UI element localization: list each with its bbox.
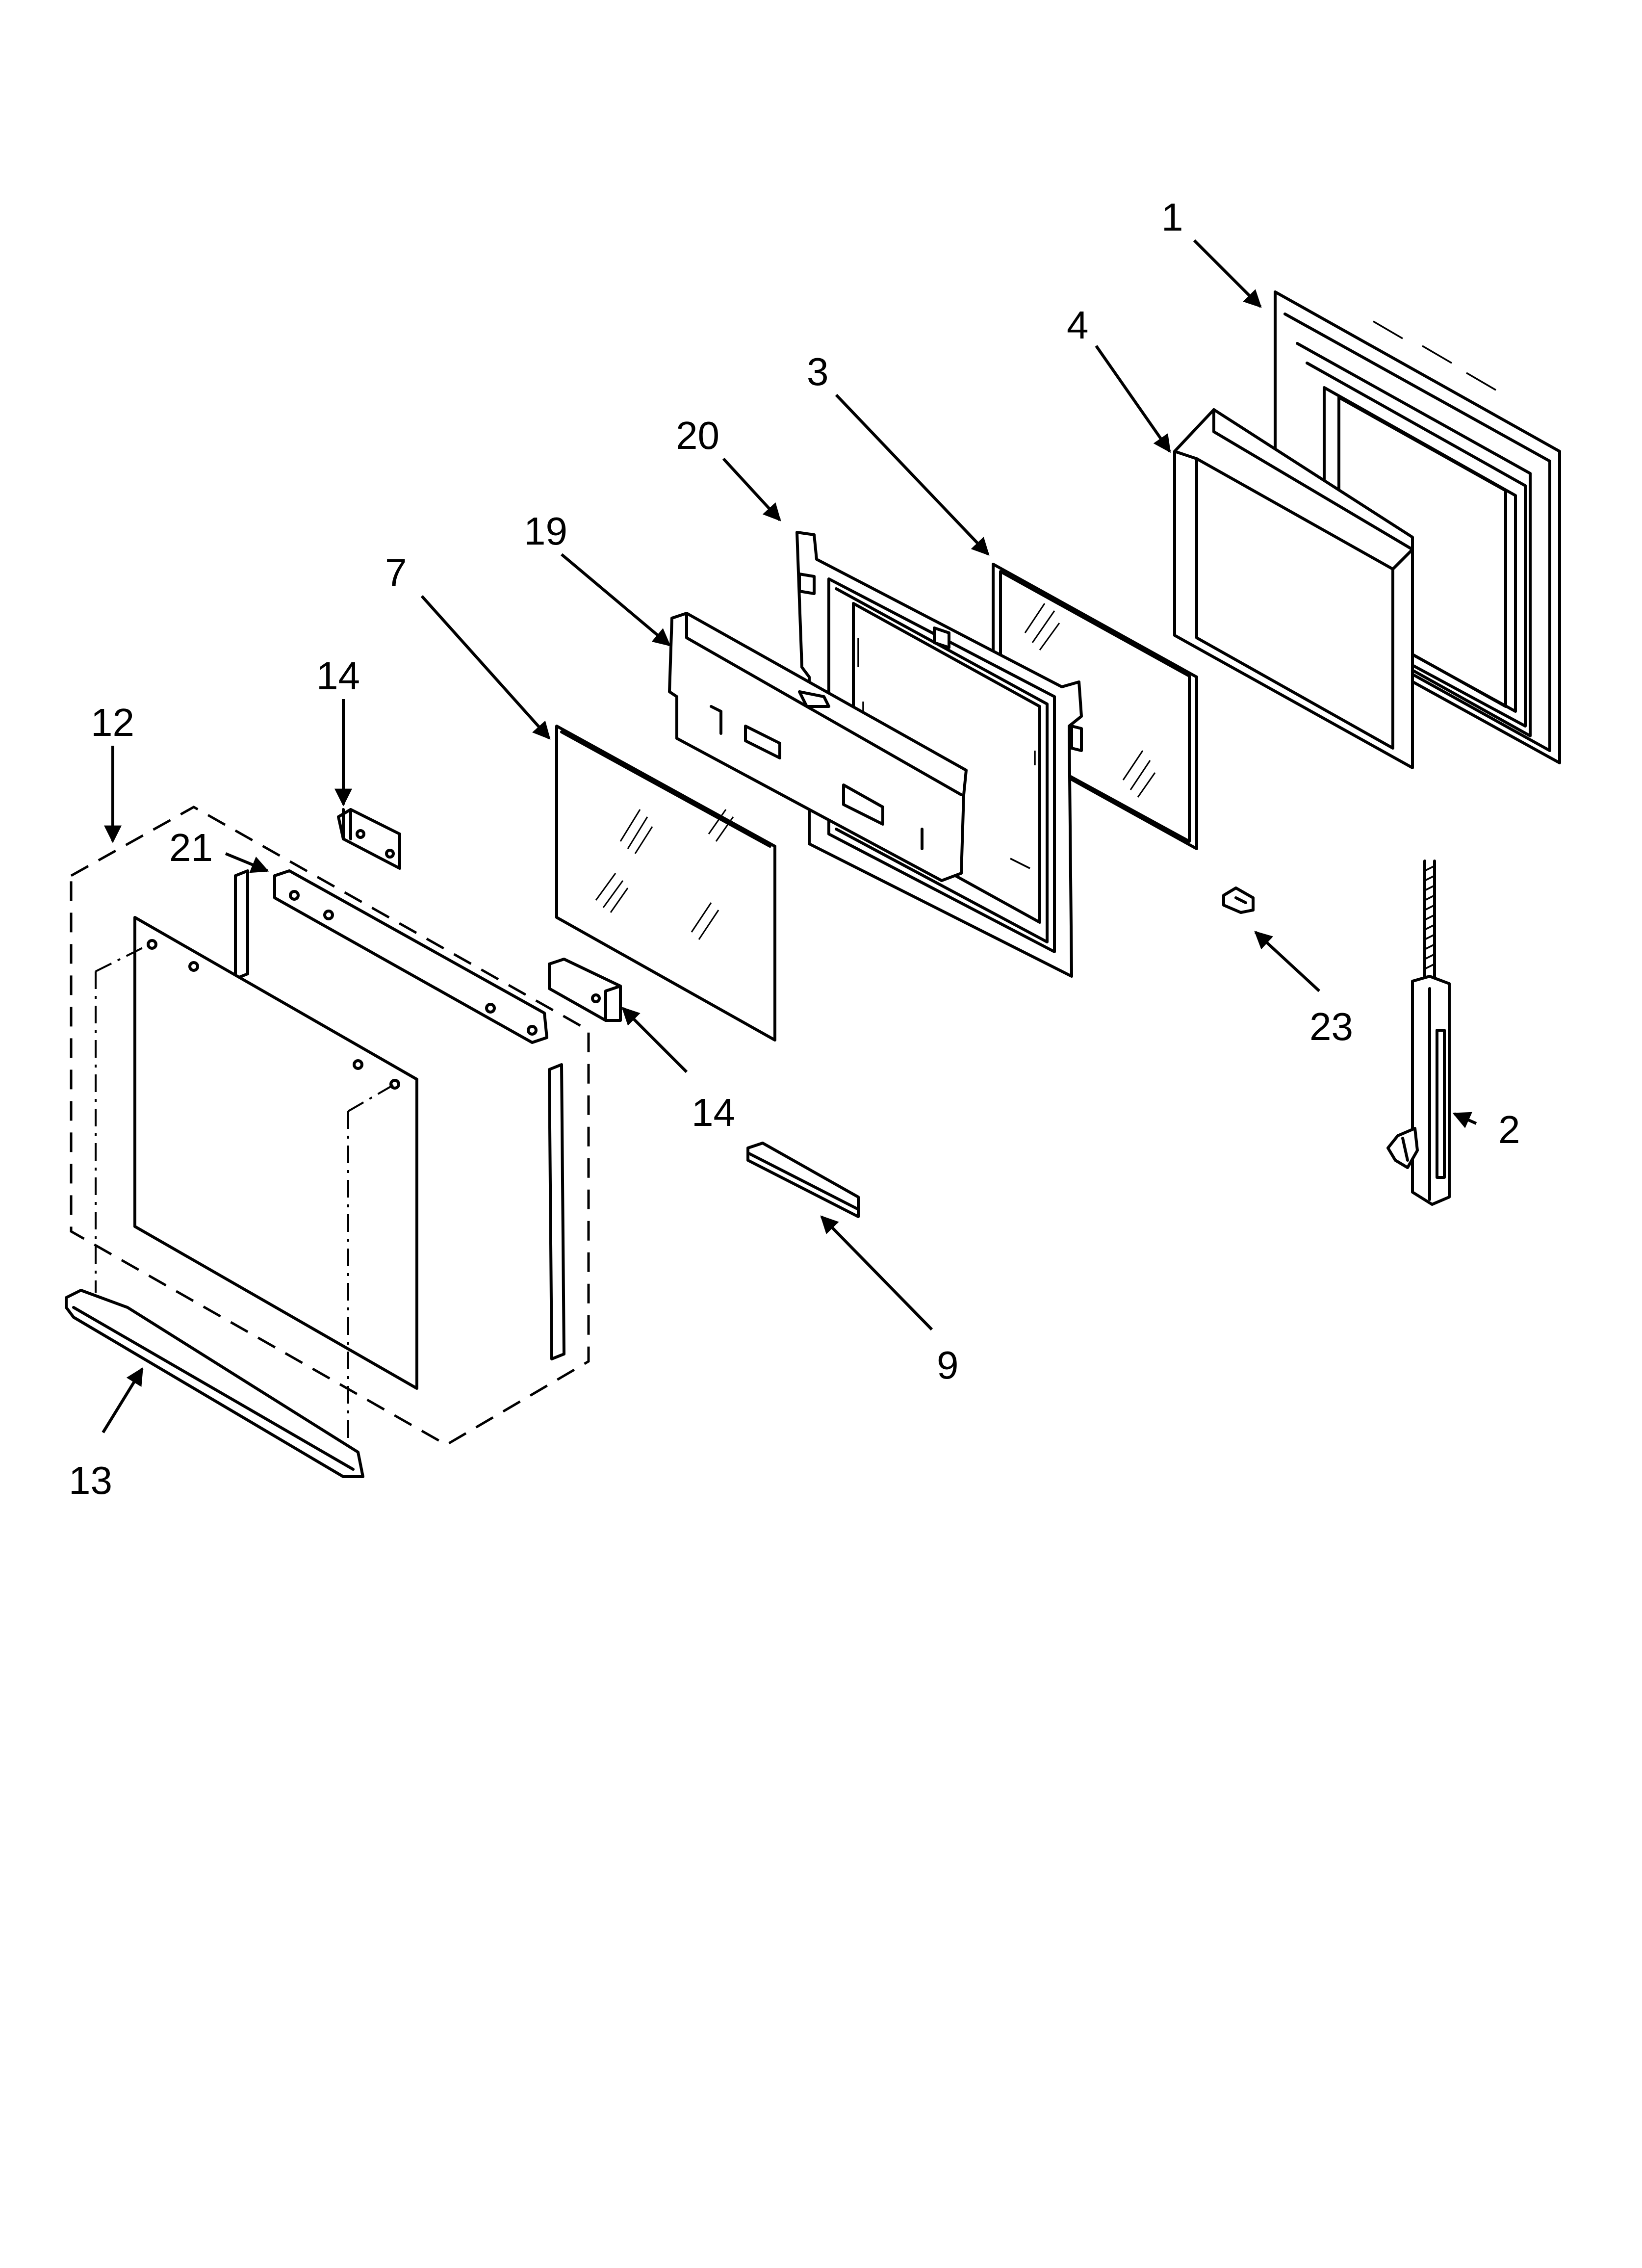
part-4-inner-door-frame <box>1173 408 1414 769</box>
callout-2: 2 <box>1498 1108 1520 1151</box>
callout-21: 21 <box>169 826 213 869</box>
part-2-hinge <box>1386 860 1451 1206</box>
part-23-clip <box>1222 886 1255 914</box>
callout-13: 13 <box>69 1459 112 1502</box>
part-13-door-handle <box>65 1289 364 1478</box>
leader-lines <box>102 239 1477 1434</box>
callout-14-top: 14 <box>316 654 360 698</box>
part-14-hinge-bracket-middle <box>548 958 622 1022</box>
callout-9: 9 <box>937 1343 959 1387</box>
part-7-glass-window <box>555 725 776 1042</box>
callout-7: 7 <box>385 551 407 595</box>
callout-20: 20 <box>676 414 719 457</box>
part-14-hinge-bracket-top <box>337 808 401 870</box>
callout-14-middle: 14 <box>692 1091 735 1134</box>
part-12-outer-door-assembly <box>70 806 590 1460</box>
callout-12: 12 <box>91 701 134 744</box>
callout-19: 19 <box>524 509 567 553</box>
callout-23: 23 <box>1309 1005 1353 1048</box>
callout-1: 1 <box>1161 195 1183 239</box>
part-9-vent-rail <box>746 1142 860 1218</box>
callout-4: 4 <box>1067 303 1089 347</box>
callout-3: 3 <box>807 350 829 393</box>
part-19-heat-shield <box>668 612 968 882</box>
